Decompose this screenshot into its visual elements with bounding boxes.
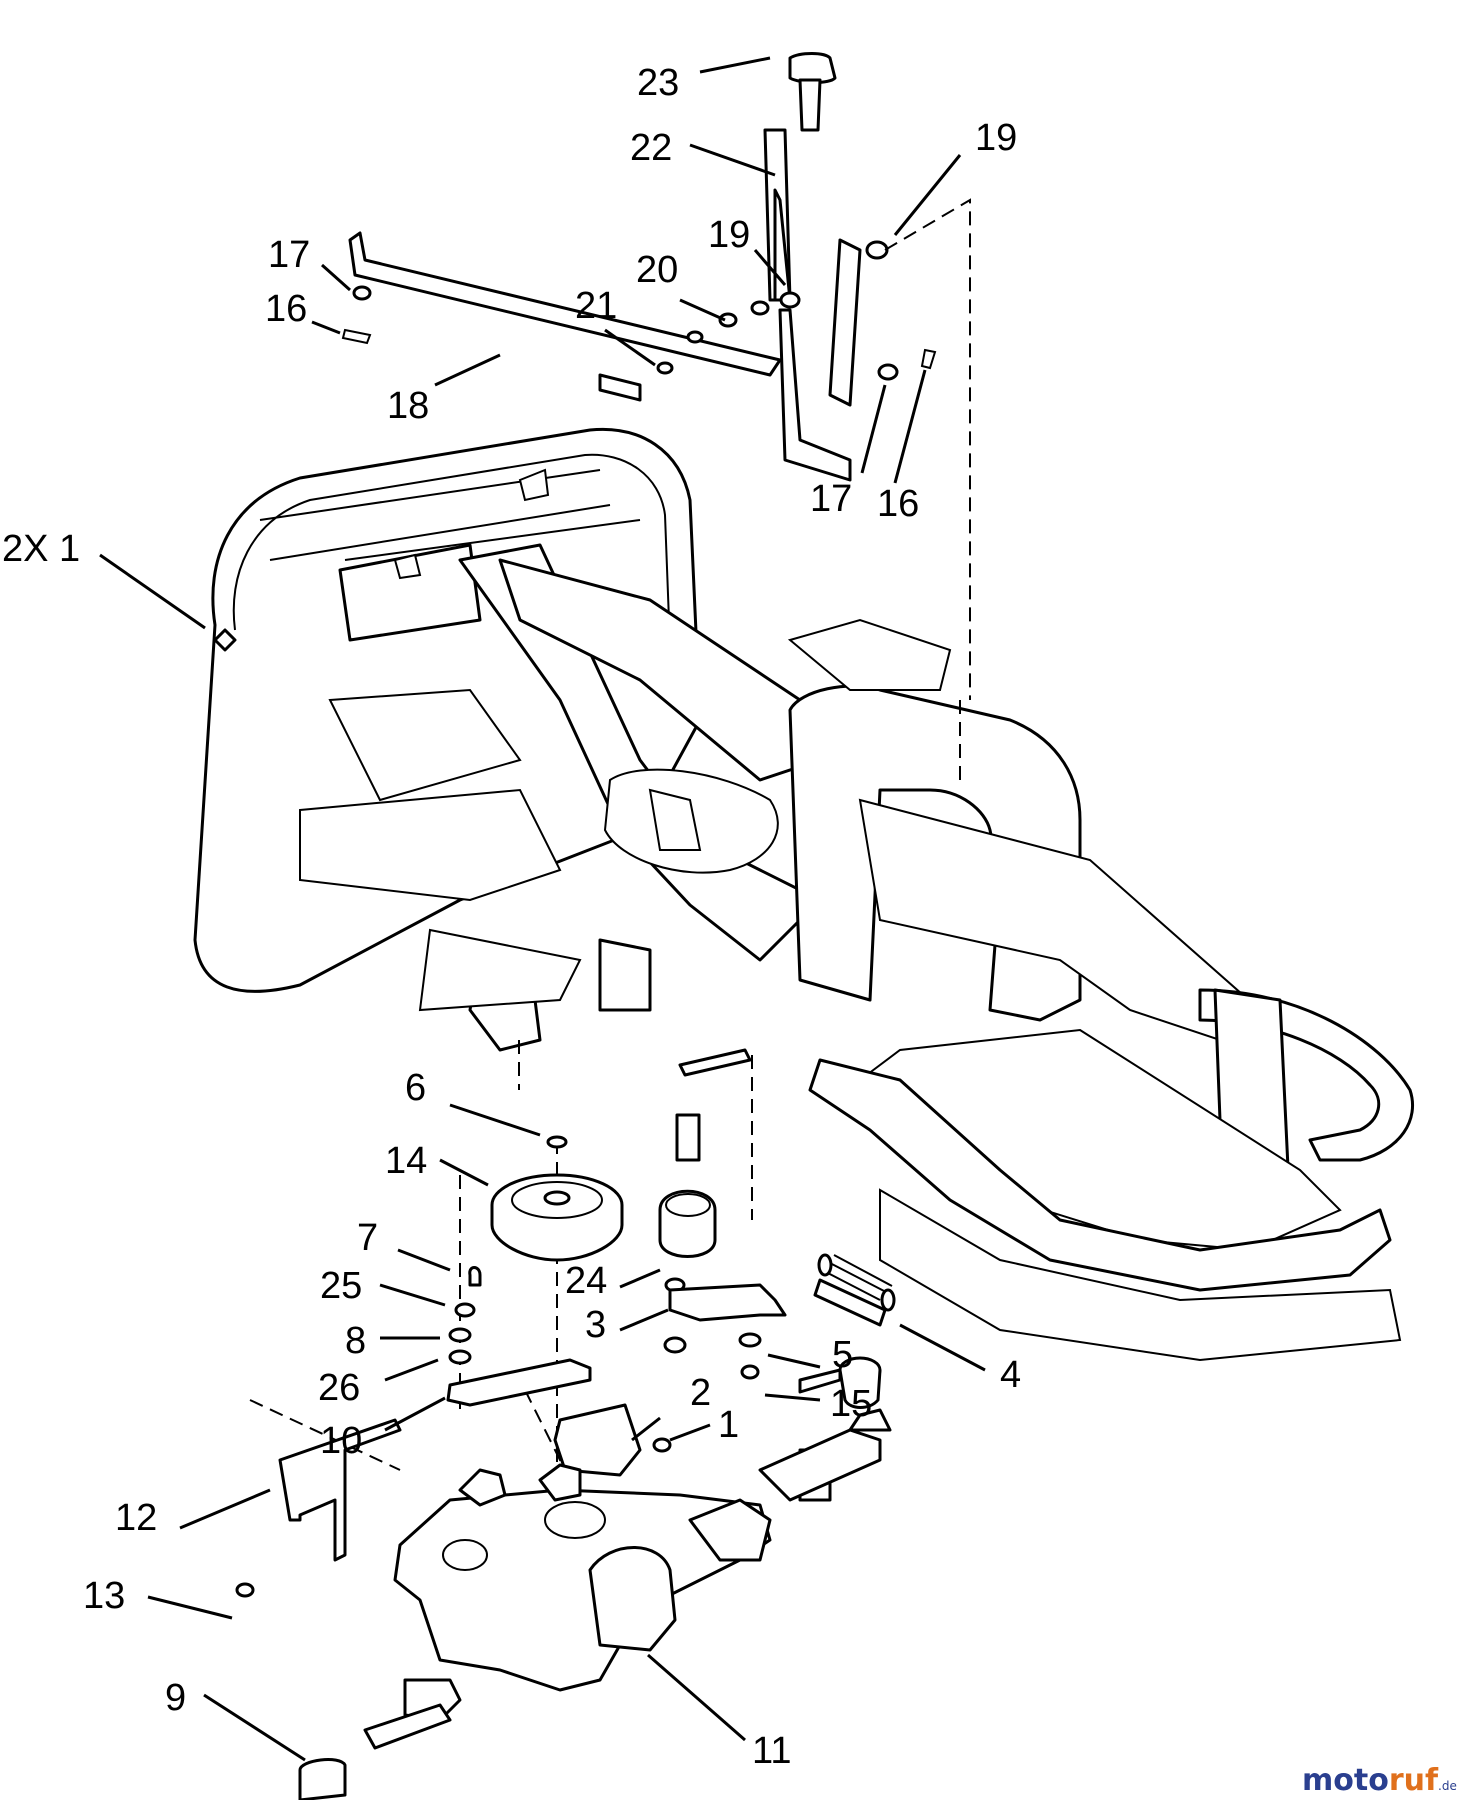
callout-8: 8 <box>345 1320 366 1362</box>
watermark-part-b: ruf <box>1389 1763 1439 1798</box>
callout-25: 25 <box>320 1265 362 1307</box>
callout-10: 10 <box>320 1420 362 1462</box>
callout-22: 22 <box>630 127 672 169</box>
callout-6: 6 <box>405 1067 426 1109</box>
callout-2x-1: 2X 1 <box>2 528 80 570</box>
brackets <box>213 628 402 1598</box>
callout-26: 26 <box>318 1367 360 1409</box>
callout-labels: 23 22 19 19 20 21 17 16 18 17 16 2X 1 6 … <box>2 62 1021 1772</box>
callout-13: 13 <box>83 1575 125 1617</box>
callout-16: 16 <box>265 288 307 330</box>
watermark-logo: motoruf.de <box>1302 1763 1457 1798</box>
callout-15: 15 <box>830 1383 872 1425</box>
watermark-suffix: .de <box>1438 1779 1457 1793</box>
callout-16: 16 <box>877 483 919 525</box>
callout-19: 19 <box>975 117 1017 159</box>
spring <box>817 1253 896 1312</box>
callout-17: 17 <box>268 234 310 276</box>
leader-lines <box>99 56 986 1762</box>
callout-4: 4 <box>1000 1354 1021 1396</box>
callout-19: 19 <box>708 214 750 256</box>
callout-11: 11 <box>752 1730 791 1772</box>
svg-text:motoruf.de: motoruf.de <box>1302 1763 1457 1798</box>
watermark-part-a: moto <box>1302 1763 1389 1798</box>
fender-panel <box>193 427 702 993</box>
pulley-assembly <box>446 1048 887 1477</box>
callout-20: 20 <box>636 249 678 291</box>
callout-9: 9 <box>165 1677 186 1719</box>
callout-18: 18 <box>387 385 429 427</box>
callout-17: 17 <box>810 478 852 520</box>
callout-2: 2 <box>690 1372 711 1414</box>
callout-3: 3 <box>585 1304 606 1346</box>
transaxle <box>298 1356 892 1800</box>
callout-1: 1 <box>718 1404 739 1446</box>
alignment-lines <box>249 198 971 1480</box>
shift-lever-assembly <box>341 52 937 482</box>
callout-23: 23 <box>637 62 679 104</box>
callout-12: 12 <box>115 1497 157 1539</box>
main-frame <box>418 543 1415 1362</box>
callout-24: 24 <box>565 1260 607 1302</box>
callout-14: 14 <box>385 1140 427 1182</box>
callout-21: 21 <box>575 285 617 327</box>
callout-5: 5 <box>832 1334 853 1376</box>
callout-7: 7 <box>357 1217 378 1259</box>
